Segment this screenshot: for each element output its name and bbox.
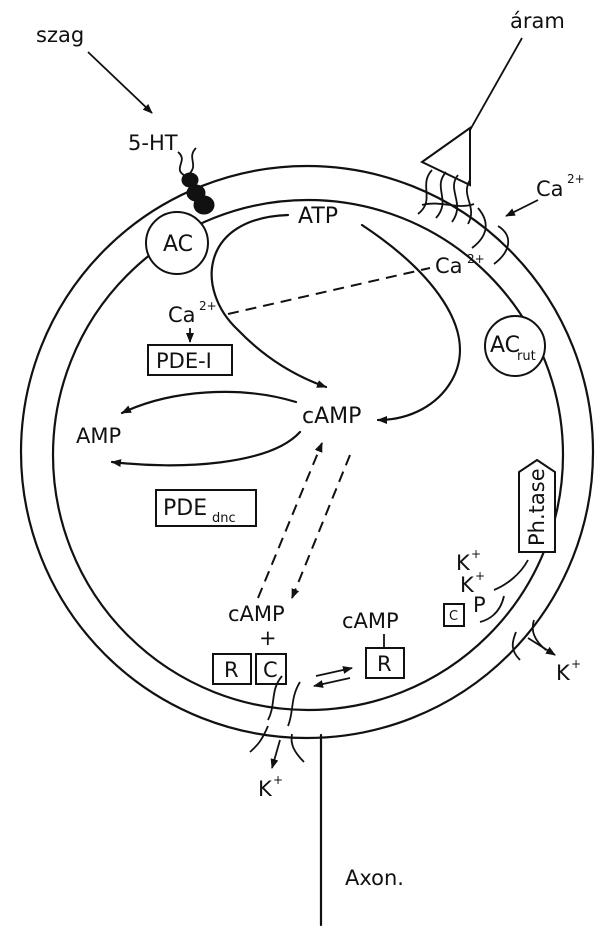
aram-label: áram bbox=[510, 9, 565, 33]
ca-top-charge: 2+ bbox=[567, 172, 585, 186]
c-subunit-small-label: C bbox=[449, 609, 458, 624]
phtase-label: Ph.tase bbox=[525, 468, 549, 546]
k-channel-bottom-lower-left bbox=[250, 726, 268, 752]
r-subunit-left-label: R bbox=[224, 658, 239, 682]
plus-label: + bbox=[259, 626, 277, 650]
cell-membrane-outer bbox=[21, 166, 593, 738]
equilibrium-reverse-arrow bbox=[314, 678, 350, 686]
camp-right-label: cAMP bbox=[342, 609, 399, 633]
cell-membrane-inner bbox=[53, 200, 563, 710]
k-efflux-bottom-label: K bbox=[258, 777, 273, 801]
receptor-blob bbox=[182, 173, 214, 214]
k-middle-charge: + bbox=[475, 569, 485, 583]
aram-line bbox=[470, 38, 522, 130]
ca-influx-arrow bbox=[506, 200, 538, 216]
ca-channel-right-wall bbox=[494, 226, 508, 264]
atp-label: ATP bbox=[298, 204, 338, 229]
k-efflux-right-charge: + bbox=[571, 657, 581, 671]
ca-mid-charge: 2+ bbox=[467, 252, 485, 266]
ca-left-charge: 2+ bbox=[199, 299, 217, 313]
camp-center-label: cAMP bbox=[302, 404, 361, 429]
equilibrium-forward-arrow bbox=[316, 668, 352, 676]
camp-dashed-up-arrow bbox=[258, 443, 322, 598]
ac-rut-subscript: rut bbox=[517, 349, 536, 364]
five-ht-label: 5-HT bbox=[128, 131, 178, 155]
c-subunit-left-label: C bbox=[263, 658, 278, 682]
k-efflux-right-arrow bbox=[528, 638, 555, 655]
axon-label: Axon. bbox=[345, 866, 404, 890]
k-efflux-bottom-charge: + bbox=[273, 773, 283, 787]
camp-left-label: cAMP bbox=[228, 602, 285, 626]
phtase-tag: Ph.tase bbox=[519, 460, 555, 552]
phtase-connector bbox=[494, 560, 528, 590]
electrode-triangle bbox=[422, 128, 470, 185]
pde-dnc-subscript: dnc bbox=[212, 511, 236, 526]
ac-rut-label: AC bbox=[490, 333, 520, 358]
phosphate-label: P bbox=[473, 593, 486, 617]
ac-label: AC bbox=[163, 232, 193, 257]
calcium-link-dashed bbox=[228, 268, 430, 314]
szag-arrow bbox=[88, 52, 152, 113]
camp-to-amp-lower-arrow bbox=[112, 432, 300, 465]
ca-left-label: Ca bbox=[168, 303, 196, 327]
amp-label: AMP bbox=[76, 424, 121, 448]
pde-i-label: PDE-I bbox=[156, 349, 212, 373]
camp-to-amp-upper-arrow bbox=[122, 392, 296, 413]
r-subunit-right-label: R bbox=[377, 652, 392, 676]
ca-top-label: Ca bbox=[536, 177, 564, 201]
k-efflux-right-label: K bbox=[556, 661, 571, 685]
k-upper-charge: + bbox=[471, 547, 481, 561]
k-upper-label: K bbox=[456, 551, 471, 575]
camp-dashed-down-arrow bbox=[292, 455, 350, 598]
szag-label: szag bbox=[36, 23, 84, 47]
pde-dnc-label: PDE bbox=[163, 496, 207, 521]
k-efflux-bottom-arrow bbox=[272, 740, 280, 768]
ca-mid-label: Ca bbox=[435, 254, 463, 278]
k-channel-bottom-right-wall bbox=[288, 682, 300, 726]
